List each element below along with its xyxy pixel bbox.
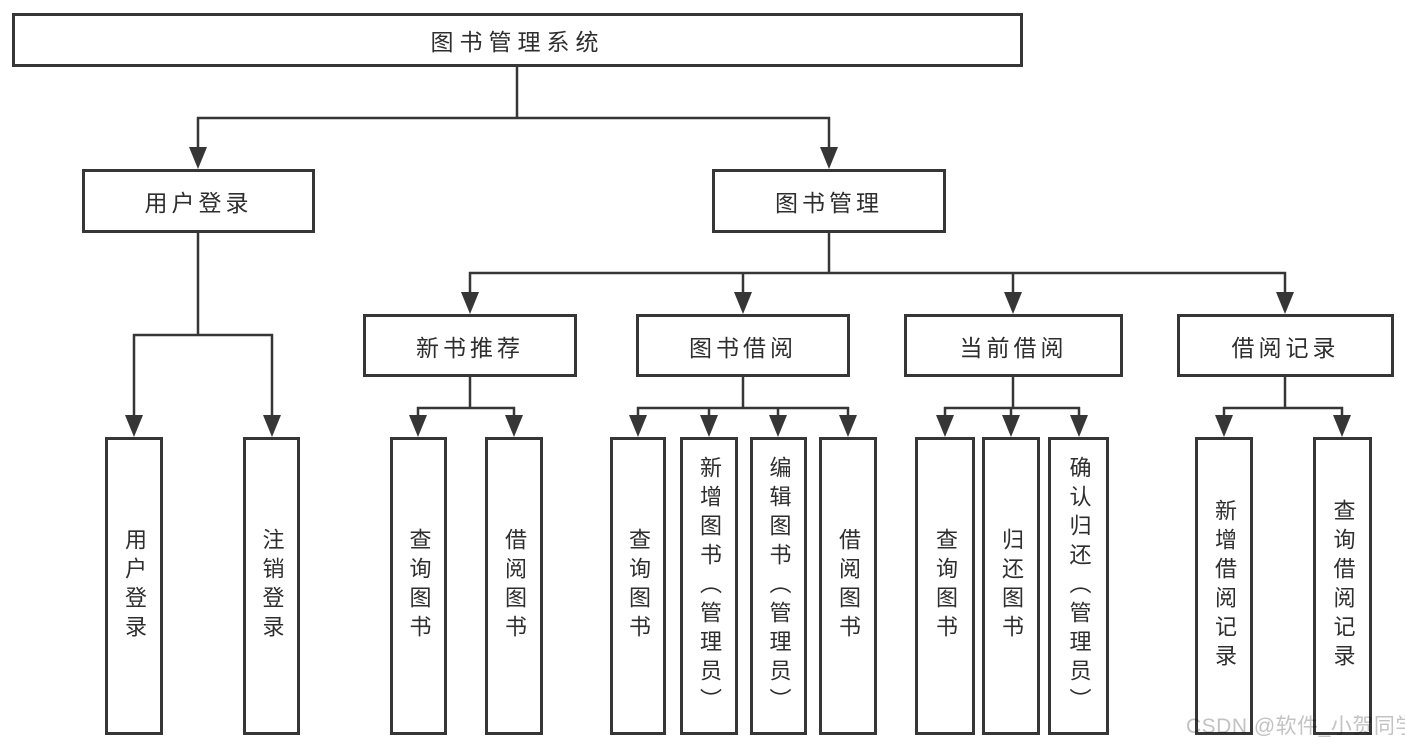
leaf-current-return-books: 归还图书 — [982, 437, 1040, 735]
leaf-logout-label: 注销登录 — [259, 528, 285, 644]
node-borrowing-records: 借阅记录 — [1177, 314, 1394, 377]
connector-lines — [132, 67, 1344, 416]
leaf-user-login: 用户登录 — [105, 437, 163, 735]
node-book-borrowing: 图书借阅 — [636, 314, 850, 377]
node-borrowing-records-label: 借阅记录 — [1231, 334, 1340, 361]
node-user-login-label: 用户登录 — [144, 190, 253, 216]
leaf-borrowing-edit-books-admin-label: 编辑图书（管理员） — [766, 455, 792, 717]
leaf-records-add-borrow-record: 新增借阅记录 — [1195, 437, 1253, 735]
node-library-management-system: 图书管理系统 — [12, 13, 1023, 67]
leaf-borrowing-borrow-books-label: 借阅图书 — [836, 528, 861, 644]
node-library-management-system-label: 图书管理系统 — [430, 29, 605, 55]
leaf-current-confirm-return-admin-label: 确认归还（管理员） — [1066, 455, 1092, 717]
leaf-borrowing-add-books-admin-label: 新增图书（管理员） — [697, 455, 722, 717]
leaf-newbooks-borrow-books-label: 借阅图书 — [502, 528, 527, 644]
leaf-user-login-label: 用户登录 — [122, 528, 147, 644]
connector-arrowheads — [125, 147, 1351, 437]
watermark-text: CSDN @软件_小贺同学 — [1186, 715, 1405, 738]
leaf-logout: 注销登录 — [243, 437, 300, 735]
leaf-current-query-books: 查询图书 — [915, 437, 975, 735]
leaf-current-query-books-label: 查询图书 — [933, 528, 958, 644]
leaf-borrowing-query-books-label: 查询图书 — [626, 528, 651, 644]
leaf-borrowing-edit-books-admin: 编辑图书（管理员） — [750, 437, 807, 735]
leaf-newbooks-query-books-label: 查询图书 — [406, 528, 432, 644]
leaf-borrowing-add-books-admin: 新增图书（管理员） — [680, 437, 738, 735]
node-book-management-label: 图书管理 — [775, 190, 883, 216]
node-book-borrowing-label: 图书借阅 — [689, 334, 797, 361]
leaf-current-return-books-label: 归还图书 — [999, 528, 1024, 644]
node-new-book-recommendation: 新书推荐 — [363, 314, 577, 377]
leaf-borrowing-borrow-books: 借阅图书 — [819, 437, 877, 735]
node-user-login: 用户登录 — [82, 169, 315, 233]
leaf-current-confirm-return-admin: 确认归还（管理员） — [1048, 437, 1109, 735]
leaf-newbooks-borrow-books: 借阅图书 — [485, 437, 543, 735]
leaf-newbooks-query-books: 查询图书 — [390, 437, 447, 735]
leaf-records-query-borrow-record: 查询借阅记录 — [1313, 437, 1372, 735]
leaf-borrowing-query-books: 查询图书 — [610, 437, 666, 735]
node-book-management: 图书管理 — [712, 169, 946, 233]
node-current-borrowing: 当前借阅 — [904, 314, 1123, 377]
leaf-records-query-borrow-record-label: 查询借阅记录 — [1330, 499, 1356, 673]
node-current-borrowing-label: 当前借阅 — [959, 334, 1068, 361]
node-new-book-recommendation-label: 新书推荐 — [416, 334, 524, 361]
leaf-records-add-borrow-record-label: 新增借阅记录 — [1212, 499, 1237, 673]
